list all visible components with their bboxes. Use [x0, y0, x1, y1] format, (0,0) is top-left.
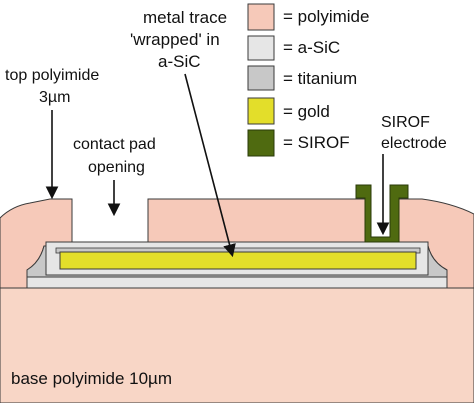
- legend-label-titanium: = titanium: [283, 69, 357, 88]
- legend-swatch-polyimide: [247, 3, 275, 31]
- metal-trace-label-line3: a-SiC: [158, 52, 201, 71]
- legend-swatch-asic: [247, 35, 275, 61]
- legend-label-sirof: = SIROF: [283, 133, 350, 152]
- base-polyimide-layer: [0, 287, 474, 403]
- contact-pad-label-line1: contact pad: [73, 136, 156, 153]
- base-polyimide-label: base polyimide 10µm: [11, 369, 172, 388]
- sirof-electrode-label-line2: electrode: [381, 135, 447, 152]
- metal-trace-label-line2: 'wrapped' in: [130, 30, 220, 49]
- gold-trace: [59, 251, 417, 270]
- legend-swatch-sirof: [247, 129, 275, 157]
- contact-pad-label-line2: opening: [88, 159, 145, 176]
- legend-label-asic: = a-SiC: [283, 38, 340, 57]
- metal-trace-arrow: [184, 73, 236, 258]
- legend-swatch-gold: [247, 97, 275, 125]
- legend-label-polyimide: = polyimide: [283, 7, 369, 26]
- legend-swatch-titanium: [247, 65, 275, 91]
- legend-label-gold: = gold: [283, 102, 330, 121]
- sirof-electrode: [355, 184, 409, 243]
- top-polyimide-label-line1: top polyimide: [5, 67, 99, 84]
- top-polyimide-label-line2: 3µm: [39, 89, 70, 106]
- asic-bottom-layer: [26, 276, 448, 289]
- metal-trace-label-line1: metal trace: [143, 8, 227, 27]
- sirof-electrode-label-line1: SIROF: [381, 114, 430, 131]
